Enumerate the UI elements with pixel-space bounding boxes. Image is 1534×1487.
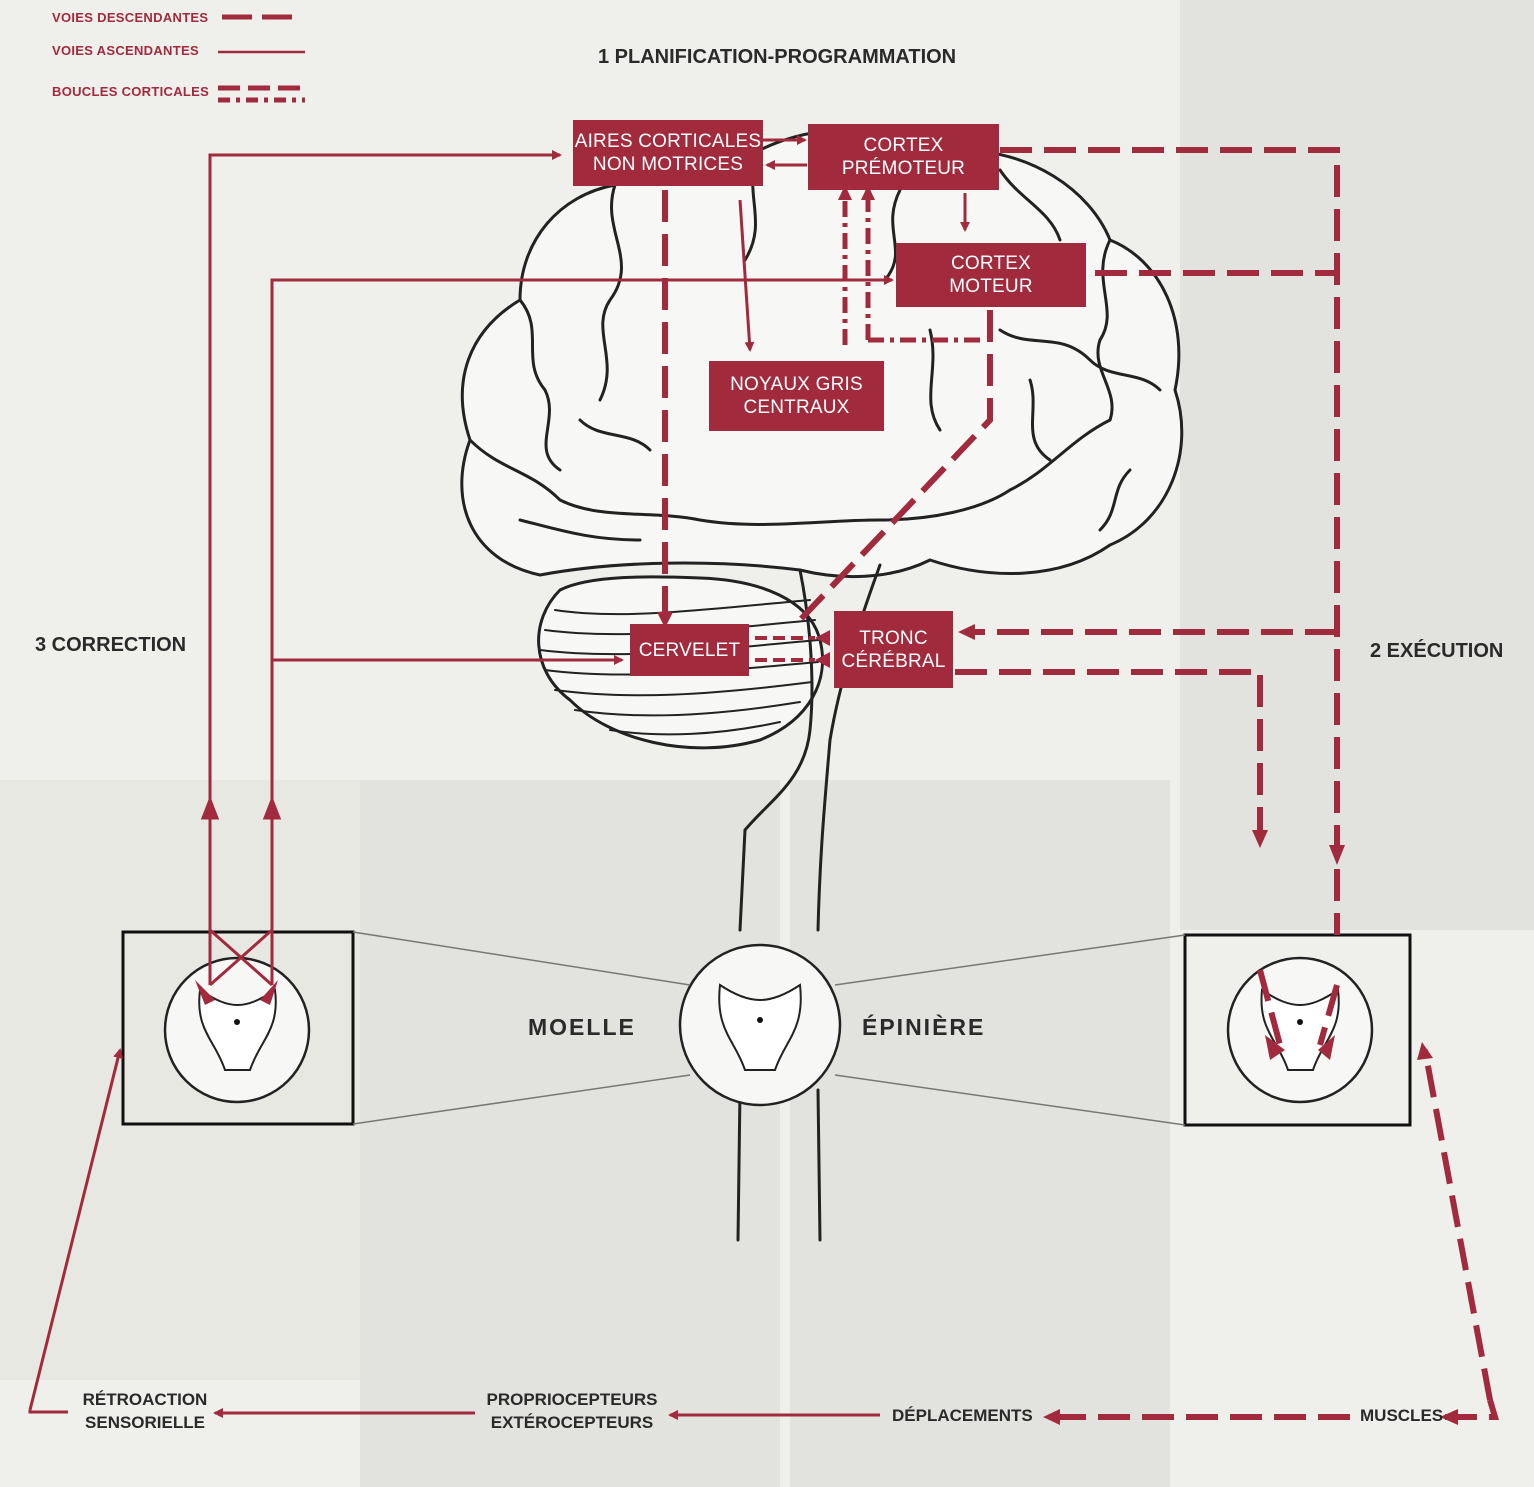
box-cerebellum-label: CERVELET — [639, 639, 741, 662]
label-muscles: MUSCLES — [1360, 1404, 1443, 1427]
box-motor-line1: CORTEX — [951, 252, 1031, 275]
stage-planning-title: 1 PLANIFICATION-PROGRAMMATION — [598, 46, 956, 69]
label-receptors: PROPRIOCEPTEURS EXTÉROCEPTEURS — [478, 1388, 666, 1434]
box-cerebellum: CERVELET — [630, 624, 749, 676]
box-brainstem-line1: TRONC — [859, 627, 928, 650]
stage-execution-title: 2 EXÉCUTION — [1370, 640, 1503, 663]
spinal-label-right: ÉPINIÈRE — [862, 1014, 985, 1041]
feedback-line2: SENSORIELLE — [75, 1411, 215, 1434]
legend-descending-label: VOIES DESCENDANTES — [52, 10, 208, 25]
box-motor-line2: MOTEUR — [949, 275, 1033, 298]
legend-ascending-label: VOIES ASCENDANTES — [52, 43, 199, 58]
stage-correction-title: 3 CORRECTION — [35, 634, 186, 657]
box-non-motor-line1: AIRES CORTICALES — [575, 130, 762, 153]
spinal-section-right-frame — [1185, 935, 1410, 1125]
box-motor-cortex: CORTEX MOTEUR — [896, 243, 1086, 307]
box-brainstem-line2: CÉRÉBRAL — [841, 650, 945, 673]
box-premotor-cortex: CORTEX PRÉMOTEUR — [808, 124, 999, 190]
receptors-line2: EXTÉROCEPTEURS — [478, 1411, 666, 1434]
spinal-section-center — [680, 945, 840, 1105]
box-premotor-line2: PRÉMOTEUR — [842, 157, 965, 180]
box-non-motor-line2: NON MOTRICES — [593, 153, 743, 176]
legend-loops-label: BOUCLES CORTICALES — [52, 84, 209, 99]
box-basal-line1: NOYAUX GRIS — [730, 373, 863, 396]
label-movement: DÉPLACEMENTS — [892, 1404, 1033, 1427]
receptors-line1: PROPRIOCEPTEURS — [478, 1388, 666, 1411]
box-brainstem: TRONC CÉRÉBRAL — [834, 611, 953, 688]
box-non-motor-cortex: AIRES CORTICALES NON MOTRICES — [573, 120, 763, 186]
cerebrum-outline — [462, 129, 1182, 576]
feedback-line1: RÉTROACTION — [75, 1388, 215, 1411]
box-basal-ganglia: NOYAUX GRIS CENTRAUX — [709, 361, 884, 431]
box-basal-line2: CENTRAUX — [743, 396, 849, 419]
label-sensory-feedback: RÉTROACTION SENSORIELLE — [75, 1388, 215, 1434]
legend-samples — [218, 17, 305, 100]
box-premotor-line1: CORTEX — [863, 134, 943, 157]
spinal-label-left: MOELLE — [528, 1014, 636, 1041]
